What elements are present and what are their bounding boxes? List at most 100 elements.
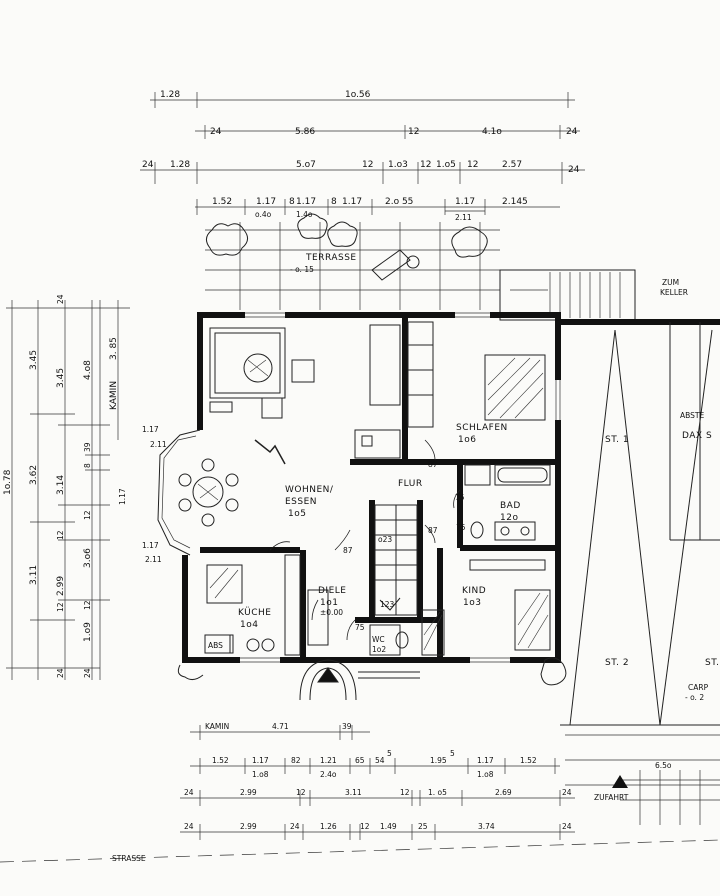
sofa-icon xyxy=(209,327,286,399)
dim-left-c2-a: 3.45 xyxy=(56,368,66,388)
dim-left-s-5: 12 xyxy=(56,530,65,540)
dim-left-c3-c: 1.o9 xyxy=(83,622,93,642)
dim-bottom-kamin-end: 39 xyxy=(342,722,352,731)
dim-bottom-kamin-value: 4.71 xyxy=(272,722,289,731)
dim-bay-2: 2.11 xyxy=(150,440,167,449)
dim-top-1-a: 1.28 xyxy=(160,90,180,100)
dim-top-2-e: 24 xyxy=(566,127,578,137)
entrance xyxy=(177,657,567,701)
dim-left-s-1: 24 xyxy=(56,294,65,304)
coffee-table-icon xyxy=(243,353,273,383)
dim-bottom-3-h: 3.74 xyxy=(478,822,495,831)
bedroom-furniture xyxy=(407,321,546,428)
sink-icon xyxy=(494,521,536,541)
room-label-kind: KIND xyxy=(462,586,486,596)
parking-spaces: ST. 1 ST. 2 ST. ABSTE DAX S CARP - o. 2 … xyxy=(560,319,720,825)
dim-bottom-3-b: 2.99 xyxy=(240,822,257,831)
dim-top-1-b: 1o.56 xyxy=(345,90,371,100)
dim-top-4-f: 1.17 xyxy=(342,197,362,207)
left-dimension-chains: 1o.78 3.45 3.62 3.11 3.45 3.14 2.99 4.o8… xyxy=(3,294,167,680)
dim-bottom-2-h: 24 xyxy=(562,788,572,797)
dim-bottom-3-i: 24 xyxy=(562,822,572,831)
toilet-icon xyxy=(470,521,484,539)
dim-left-c2-c: 2.99 xyxy=(56,576,66,596)
label-zum: ZUM xyxy=(662,278,679,287)
dim-bottom-2-a: 24 xyxy=(184,788,194,797)
label-dax: DAX S xyxy=(682,431,712,441)
living-furniture xyxy=(178,324,401,527)
lounge-chair-icon xyxy=(371,249,420,281)
dim-bay-3: 1.17 xyxy=(118,488,127,505)
label-abs: ABS xyxy=(208,641,223,650)
dim-top-2-d: 4.1o xyxy=(482,127,502,137)
door-width-7: 75 xyxy=(355,623,365,632)
dim-top-3-c: 5.o7 xyxy=(296,160,316,170)
label-st2: ST. 2 xyxy=(605,658,629,668)
room-label-flur: FLUR xyxy=(398,479,423,489)
room-label-bad: BAD xyxy=(500,501,521,511)
dim-bottom-1-sub-a: 1.o8 xyxy=(252,770,269,779)
kitchen-table-icon xyxy=(206,564,243,604)
dim-left-c3-a: 4.o8 xyxy=(83,360,93,380)
dim-bottom-3-a: 24 xyxy=(184,822,194,831)
room-label-diele: DIELE xyxy=(318,586,346,596)
dim-left-c1-a: 3.45 xyxy=(29,350,39,370)
room-number-kueche: 1o4 xyxy=(240,620,258,630)
dim-bottom-1-e: 65 xyxy=(355,756,365,765)
shower-icon xyxy=(464,464,491,486)
dim-bottom-1-sub-b: 2.4o xyxy=(320,770,337,779)
staircase xyxy=(374,504,418,616)
dim-left-s-7: 12 xyxy=(56,602,65,612)
dim-bottom-1-i: 1.52 xyxy=(520,756,537,765)
room-number-schlafen: 1o6 xyxy=(458,435,476,445)
door-width-6: 75 xyxy=(456,523,466,532)
dim-top-3-g: 1.o5 xyxy=(436,160,456,170)
door-width-3: 87 xyxy=(428,526,438,535)
dim-bottom-3-e: 12 xyxy=(360,822,370,831)
child-bed-icon xyxy=(514,589,551,651)
stair-rise: 123 xyxy=(380,600,395,609)
dim-top-3-h: 12 xyxy=(467,160,478,170)
dim-bottom-1-sup-a: 5 xyxy=(387,749,392,758)
label-carport: CARP xyxy=(688,683,709,692)
dim-left-s-6: 12 xyxy=(83,600,92,610)
dim-left-c3-b: 3.o6 xyxy=(83,548,93,568)
dim-bottom-3-g: 25 xyxy=(418,822,428,831)
child-room-furniture xyxy=(421,559,551,656)
dim-top-4-sub-c: 2.11 xyxy=(455,213,472,222)
room-label-wohnen: WOHNEN/ xyxy=(285,485,334,495)
dim-bottom-1-g: 1.95 xyxy=(430,756,447,765)
room-number-kind: 1o3 xyxy=(463,598,481,608)
label-strasse: STRASSE xyxy=(112,854,146,863)
dim-left-s-3: 8 xyxy=(83,463,92,468)
dim-bottom-2-d: 3.11 xyxy=(345,788,362,797)
room-number-diele: 1o1 xyxy=(320,598,338,608)
bed-icon xyxy=(484,354,546,421)
diele-level: ±0.00 xyxy=(320,608,343,617)
dim-bottom-2-b: 2.99 xyxy=(240,788,257,797)
dim-bottom-3-c: 24 xyxy=(290,822,300,831)
dim-bay-4: 1.17 xyxy=(142,541,159,550)
bathtub-icon xyxy=(494,464,551,486)
dim-bottom-2-f: 1. o5 xyxy=(428,788,447,797)
dim-bottom-2-g: 2.69 xyxy=(495,788,512,797)
room-label-essen: ESSEN xyxy=(285,497,317,507)
door-width-4: 87 xyxy=(343,546,353,555)
dim-left-c1-c: 3.11 xyxy=(29,565,39,585)
dim-left-c1-b: 3.62 xyxy=(29,465,39,485)
cabinet-icon xyxy=(369,324,401,406)
dim-top-4-sub-a: o.4o xyxy=(255,210,272,219)
dim-bottom-1-sup-b: 5 xyxy=(450,749,455,758)
dim-top-4-h: 1.17 xyxy=(455,197,475,207)
armchair-icon xyxy=(291,359,315,383)
dim-top-2-c: 12 xyxy=(408,127,419,137)
dim-bay-5: 2.11 xyxy=(145,555,162,564)
terrasse-level: - o. 15 xyxy=(290,265,314,274)
label-st1: ST. 1 xyxy=(605,435,629,445)
dim-left-s-8: 24 xyxy=(56,668,65,678)
dim-left-s-4: 12 xyxy=(83,510,92,520)
house-walls xyxy=(157,311,562,664)
wardrobe-icon xyxy=(407,321,434,428)
entry-arrow-icon xyxy=(317,667,339,683)
bathroom-fixtures xyxy=(464,464,551,541)
